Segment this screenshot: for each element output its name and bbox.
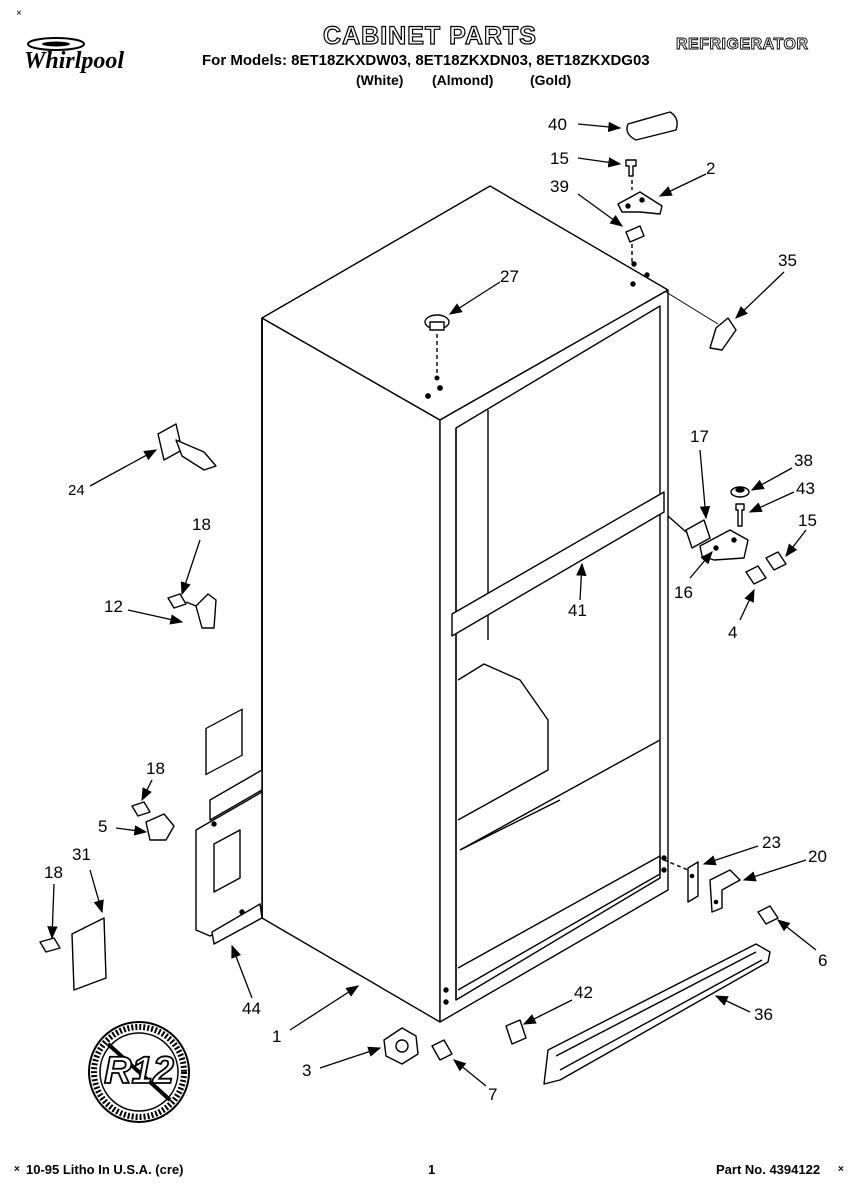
center-divider-41 bbox=[451, 491, 665, 637]
corner-mark: × bbox=[16, 8, 22, 19]
callout-5: 5 bbox=[98, 817, 108, 836]
callout-6: 6 bbox=[818, 951, 828, 970]
callout-39: 39 bbox=[550, 177, 569, 196]
callout-41: 41 bbox=[568, 601, 587, 620]
cabinet-front-opening bbox=[455, 305, 661, 1001]
bracket-5 bbox=[145, 813, 175, 841]
callout-31: 31 bbox=[72, 845, 91, 864]
callout-2: 2 bbox=[706, 159, 716, 178]
callout-20: 20 bbox=[808, 847, 827, 866]
brand-logo: Whirlpool bbox=[22, 36, 172, 86]
callout-18-lower: 18 bbox=[146, 759, 165, 778]
hinge-cover-40 bbox=[626, 111, 678, 141]
callout-36: 36 bbox=[754, 1005, 773, 1024]
footer-mark-right: × bbox=[838, 1164, 844, 1175]
callout-23: 23 bbox=[762, 833, 781, 852]
hinge-bracket-17 bbox=[685, 519, 711, 549]
callout-15-top: 15 bbox=[550, 149, 569, 168]
page-title: CABINET PARTS bbox=[322, 21, 537, 50]
callout-42: 42 bbox=[574, 983, 593, 1002]
callout-35: 35 bbox=[778, 251, 797, 270]
callout-12: 12 bbox=[104, 597, 123, 616]
part-35-clip bbox=[709, 317, 737, 351]
bracket-20 bbox=[709, 869, 741, 913]
callout-43: 43 bbox=[796, 479, 815, 498]
r12-badge bbox=[88, 1021, 190, 1123]
callout-15-mid: 15 bbox=[798, 511, 817, 530]
callout-7: 7 bbox=[488, 1085, 498, 1104]
callout-3: 3 bbox=[302, 1061, 312, 1080]
callout-18-left: 18 bbox=[44, 863, 63, 882]
brand-name: Whirlpool bbox=[24, 48, 125, 74]
toe-grille-36 bbox=[543, 943, 771, 1085]
callout-24: 24 bbox=[68, 482, 85, 499]
brand-logo-swoosh-icon bbox=[27, 37, 85, 51]
callout-17: 17 bbox=[690, 427, 709, 446]
callout-1: 1 bbox=[272, 1027, 282, 1046]
callout-18-upper: 18 bbox=[192, 515, 211, 534]
cover-31 bbox=[71, 917, 107, 991]
callout-38: 38 bbox=[794, 451, 813, 470]
bracket-12 bbox=[195, 593, 217, 629]
cabinet-side-panel bbox=[261, 317, 441, 1023]
footer-litho: 10-95 Litho In U.S.A. (cre) bbox=[26, 1162, 184, 1177]
callout-44: 44 bbox=[242, 999, 261, 1018]
r12-badge-text: R12 bbox=[103, 1049, 175, 1093]
leader-lines bbox=[47, 121, 817, 1087]
color-gold: (Gold) bbox=[530, 72, 572, 88]
product-type: REFRIGERATOR bbox=[676, 36, 809, 54]
color-white: (White) bbox=[356, 72, 404, 88]
top-hinge-2 bbox=[617, 191, 663, 215]
footer-mark: × bbox=[14, 1164, 20, 1175]
color-almond: (Almond) bbox=[432, 72, 494, 88]
bracket-23 bbox=[687, 861, 699, 903]
callout-40: 40 bbox=[548, 115, 567, 134]
footer-part-number: Part No. 4394122 bbox=[716, 1162, 821, 1177]
callout-27: 27 bbox=[500, 267, 519, 286]
callout-16: 16 bbox=[674, 583, 693, 602]
liner-step bbox=[457, 663, 549, 821]
footer-page-number: 1 bbox=[428, 1162, 436, 1177]
callout-4: 4 bbox=[728, 623, 738, 642]
models-line: For Models: 8ET18ZKXDW03, 8ET18ZKXDN03, … bbox=[202, 52, 650, 69]
